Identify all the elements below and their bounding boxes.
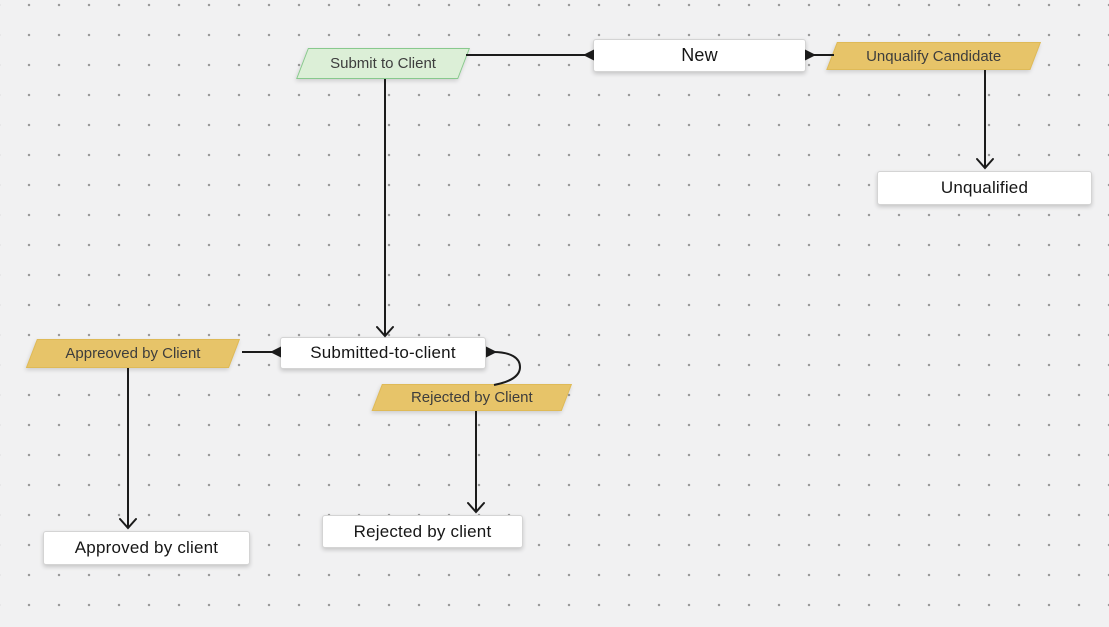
arrowhead-right-icon [805,49,816,61]
transition-rejected-by-client-label: Rejected by Client [410,389,533,406]
edge-submitted-selfloop [486,346,522,386]
transition-submit-to-client[interactable]: Submit to Client [296,48,470,79]
edge-submit-down [376,79,394,338]
transition-unqualify-candidate[interactable]: Unqualify Candidate [826,42,1041,70]
edge-submit-to-new [466,49,594,61]
state-unqualified-label: Unqualified [940,178,1029,197]
arrowhead-down-icon [376,326,394,338]
transition-appreoved-by-client[interactable]: Appreoved by Client [25,339,240,368]
state-approved-by-client[interactable]: Approved by client [43,531,250,565]
state-unqualified[interactable]: Unqualified [877,171,1092,205]
transition-rejected-by-client[interactable]: Rejected by Client [371,384,572,411]
edge-appreoved-down [119,368,137,530]
transition-submit-to-client-label: Submit to Client [330,55,436,72]
edge-unqualify-down [976,70,994,170]
arrowhead-right-icon [486,346,497,358]
state-rejected-by-client[interactable]: Rejected by client [322,515,523,548]
edge-appreoved-to-submitted [242,346,281,358]
state-approved-by-client-label: Approved by client [74,538,219,557]
state-submitted-to-client[interactable]: Submitted-to-client [280,337,486,369]
state-new[interactable]: New [593,39,806,72]
edge-rejected-down [467,411,485,514]
state-new-label: New [681,45,718,65]
arrowhead-down-icon [467,502,485,514]
state-rejected-by-client-label: Rejected by client [353,521,492,541]
arrowhead-down-icon [976,158,994,170]
transition-unqualify-candidate-label: Unqualify Candidate [866,47,1002,65]
state-submitted-to-client-label: Submitted-to-client [310,343,456,362]
arrowhead-down-icon [119,518,137,530]
transition-appreoved-by-client-label: Appreoved by Client [65,345,201,362]
